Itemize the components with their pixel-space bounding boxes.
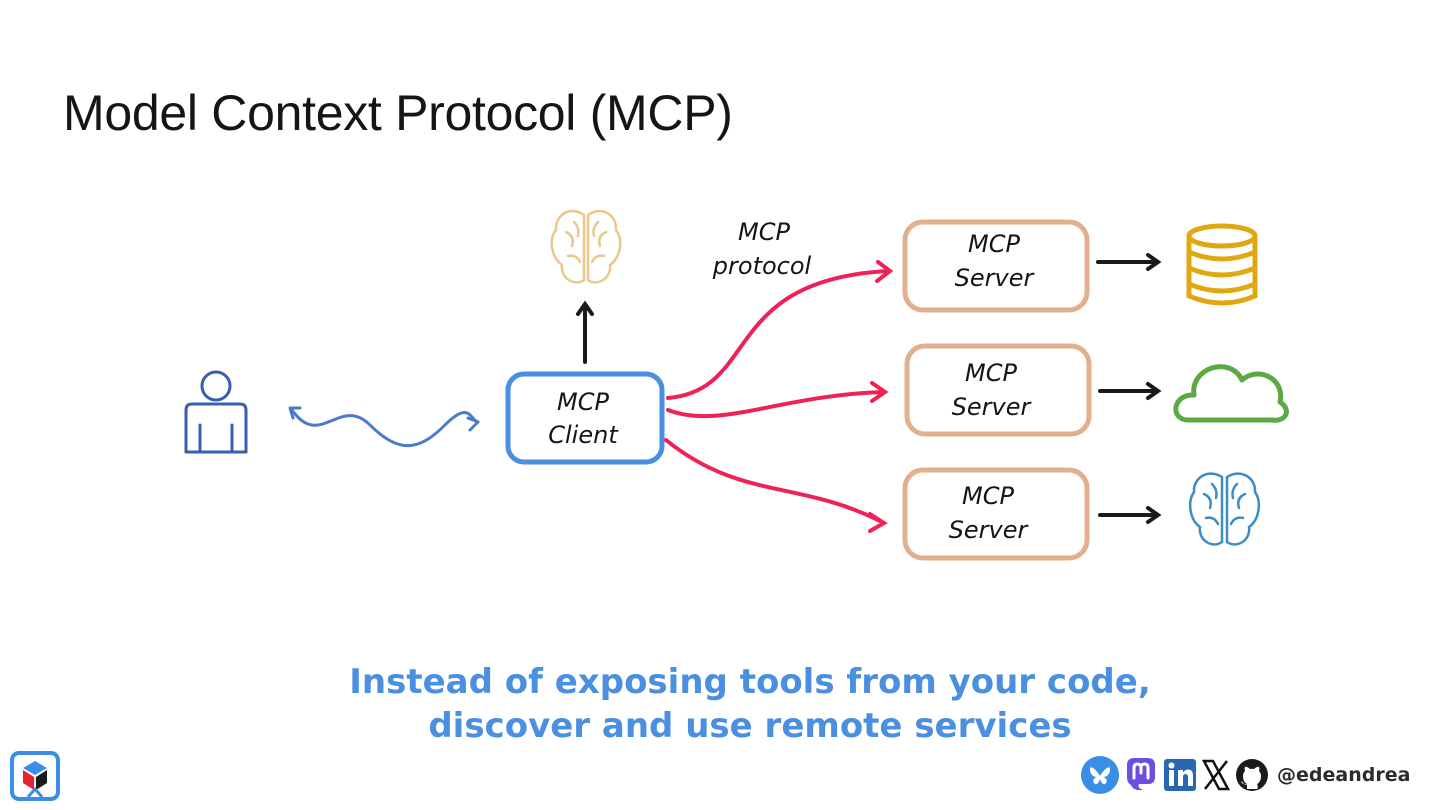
github-icon[interactable] — [1234, 755, 1270, 795]
server-2-label-line2: Server — [952, 393, 1033, 421]
server-to-resource-arrows — [1096, 253, 1162, 524]
server-3-label-line1: MCP — [962, 482, 1014, 510]
user-icon — [184, 370, 248, 454]
brain-icon — [550, 209, 622, 284]
database-icon — [1186, 223, 1258, 306]
mcp-client-box: MCP Client — [505, 371, 665, 465]
mcp-server-box-1: MCP Server — [902, 219, 1090, 313]
slide-caption: Instead of exposing tools from your code… — [0, 660, 1440, 748]
x-icon[interactable] — [1201, 755, 1231, 795]
protocol-label-line1: MCP — [738, 218, 790, 246]
client-label-line2: Client — [548, 421, 619, 449]
bluesky-icon[interactable] — [1080, 755, 1120, 795]
wavy-connector — [288, 406, 480, 448]
linkedin-icon[interactable] — [1162, 755, 1198, 795]
arrow-to-server-3 — [664, 438, 884, 524]
social-handle: @edeandrea — [1277, 764, 1411, 786]
cloud-icon — [1173, 364, 1289, 423]
client-to-llm-arrow — [576, 300, 594, 364]
client-label-line1: MCP — [557, 388, 609, 416]
server-1-label-line1: MCP — [968, 230, 1020, 258]
caption-line-2: discover and use remote services — [428, 706, 1072, 746]
social-links: @edeandrea — [1080, 755, 1410, 795]
server-1-label-line2: Server — [955, 264, 1036, 292]
server-3-label-line2: Server — [949, 516, 1030, 544]
caption-line-1: Instead of exposing tools from your code… — [349, 662, 1151, 702]
protocol-label-line2: protocol — [712, 252, 812, 280]
mastodon-icon[interactable] — [1123, 755, 1159, 795]
mcp-server-box-2: MCP Server — [904, 343, 1092, 437]
slide-title: Model Context Protocol (MCP) — [63, 85, 733, 141]
quarkus-logo-icon — [10, 751, 60, 801]
protocol-arrows — [664, 260, 894, 533]
server-2-label-line1: MCP — [965, 359, 1017, 387]
mcp-server-box-3: MCP Server — [902, 467, 1090, 561]
arrow-to-server-1 — [666, 269, 890, 400]
brain-icon — [1188, 472, 1261, 546]
arrow-to-server-2 — [666, 390, 886, 419]
